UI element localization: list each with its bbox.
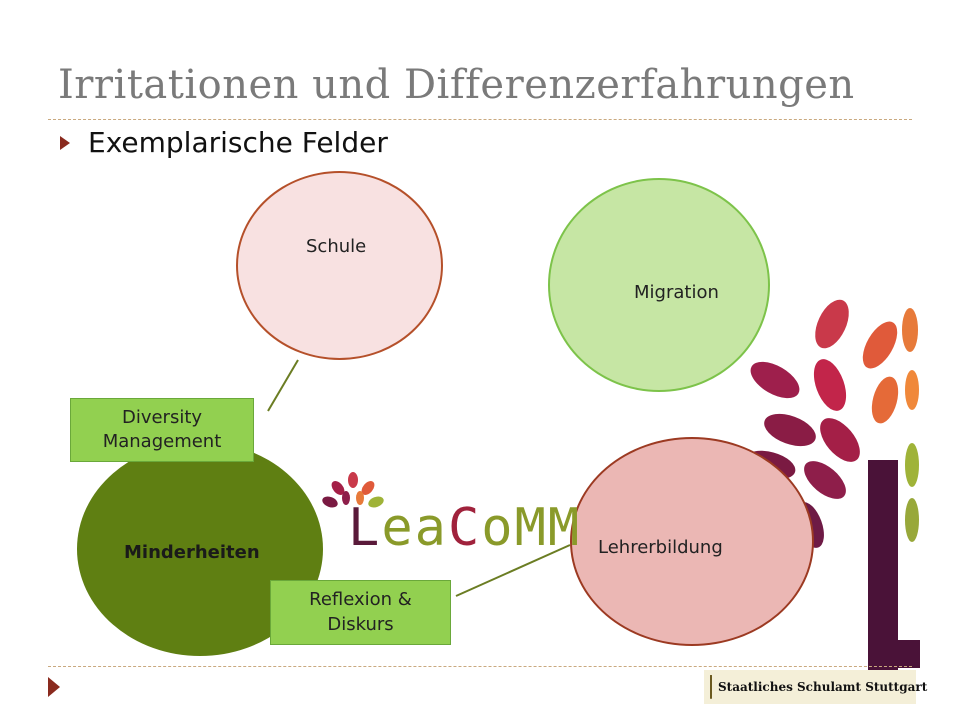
- callout-diversity-line2: Management: [102, 431, 222, 452]
- callout-reflexion-line2: Diskurs: [327, 613, 394, 635]
- logo-letter-3: a: [414, 498, 448, 558]
- logo-letter-2: e: [381, 498, 415, 558]
- logo-letter-1: L: [348, 498, 382, 558]
- title-divider: [48, 119, 912, 120]
- logo-flower-icon: [322, 472, 384, 508]
- logo-wordmark: LeaCoMM: [348, 498, 581, 558]
- footer-divider: [48, 666, 912, 667]
- next-slide-arrow-icon[interactable]: [48, 677, 60, 697]
- node-schule-label: Schule: [306, 236, 367, 257]
- node-lehrerbildung: [570, 437, 814, 646]
- footer-institution-badge: Staatliches Schulamt Stuttgart: [704, 670, 927, 704]
- logo-letter-4: C: [447, 498, 482, 558]
- coat-of-arms-icon: [710, 675, 712, 699]
- connector-diversity-schule: [267, 359, 299, 412]
- logo-letter-6: M: [514, 498, 548, 558]
- node-migration: [548, 178, 770, 392]
- node-lehrerbildung-label: Lehrerbildung: [598, 537, 723, 558]
- callout-reflexion-diskurs: Reflexion & Diskurs: [270, 580, 451, 645]
- callout-diversity-line1: Diversity: [121, 406, 203, 428]
- node-schule: [236, 171, 443, 360]
- callout-diversity-management: Diversity Management: [70, 398, 254, 462]
- connector-reflexion-lehrer: [455, 544, 571, 597]
- node-migration-label: Migration: [634, 282, 719, 303]
- callout-reflexion-line1: Reflexion &: [309, 589, 412, 611]
- node-minderheiten-label: Minderheiten: [124, 542, 260, 563]
- footer-institution-text: Staatliches Schulamt Stuttgart: [718, 680, 928, 694]
- bullet-arrow-icon: [60, 135, 70, 150]
- logo-letter-7: M: [547, 498, 582, 558]
- slide-title: Irritationen und Differenzerfahrungen: [58, 62, 855, 108]
- bullet-text: Exemplarische Felder: [88, 126, 388, 159]
- logo-letter-5: o: [481, 498, 515, 558]
- bullet-row: Exemplarische Felder: [60, 126, 388, 159]
